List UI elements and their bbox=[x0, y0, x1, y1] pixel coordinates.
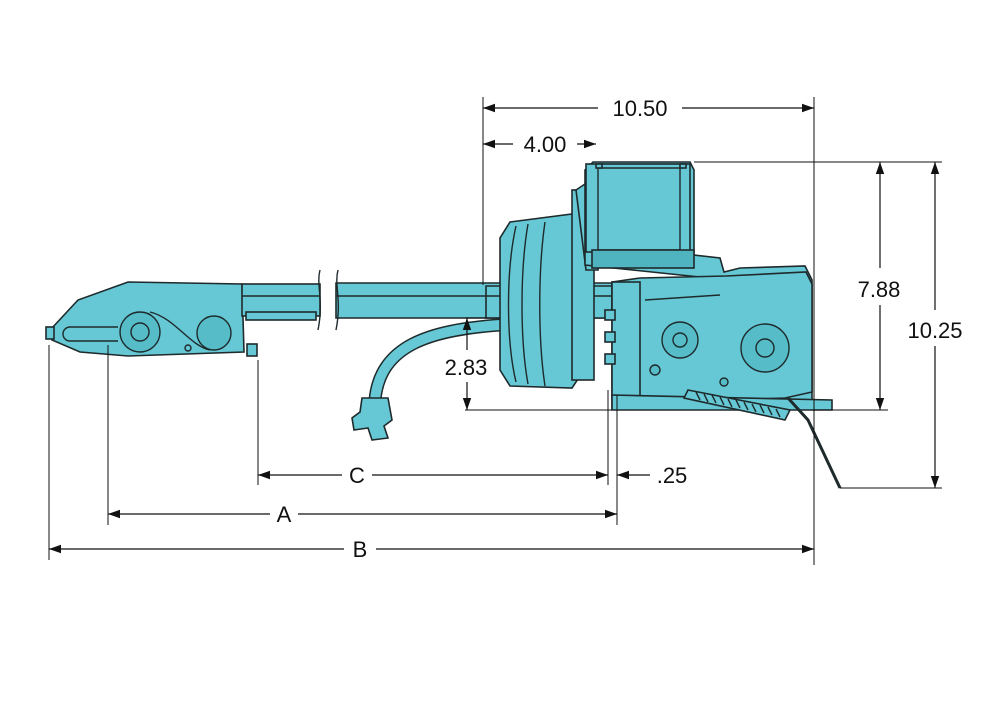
dim-overall-width: 10.50 bbox=[483, 96, 814, 121]
actuator-illustration bbox=[45, 161, 842, 489]
gear-housing bbox=[604, 271, 833, 411]
limit-spring bbox=[682, 389, 842, 489]
dim-shaft-height-label: 2.83 bbox=[445, 355, 488, 380]
dim-overall-height-label: 10.25 bbox=[907, 318, 962, 343]
rod-end-clevis bbox=[45, 281, 245, 357]
dim-offset-small: .25 bbox=[617, 463, 687, 488]
dim-body-height: 7.88 bbox=[858, 162, 901, 410]
dim-body-height-label: 7.88 bbox=[858, 277, 901, 302]
dim-a-label: A bbox=[277, 502, 292, 527]
dim-overall-height: 10.25 bbox=[907, 162, 963, 488]
dim-a: A bbox=[108, 502, 617, 527]
dimension-annotations: 10.50 4.00 7.88 10.25 2.83 bbox=[48, 96, 963, 565]
dim-c: C bbox=[258, 463, 608, 488]
dim-b-label: B bbox=[353, 537, 368, 562]
dim-b: B bbox=[49, 537, 814, 562]
dim-shaft-height: 2.83 bbox=[445, 318, 488, 410]
dim-overall-width-label: 10.50 bbox=[612, 96, 667, 121]
dim-offset-small-label: .25 bbox=[657, 463, 688, 488]
power-cord bbox=[351, 318, 507, 441]
dim-motor-offset-label: 4.00 bbox=[524, 132, 567, 157]
motor bbox=[499, 181, 599, 389]
dim-motor-offset: 4.00 bbox=[483, 132, 596, 157]
dim-c-label: C bbox=[349, 463, 365, 488]
extension-lines bbox=[48, 97, 942, 565]
